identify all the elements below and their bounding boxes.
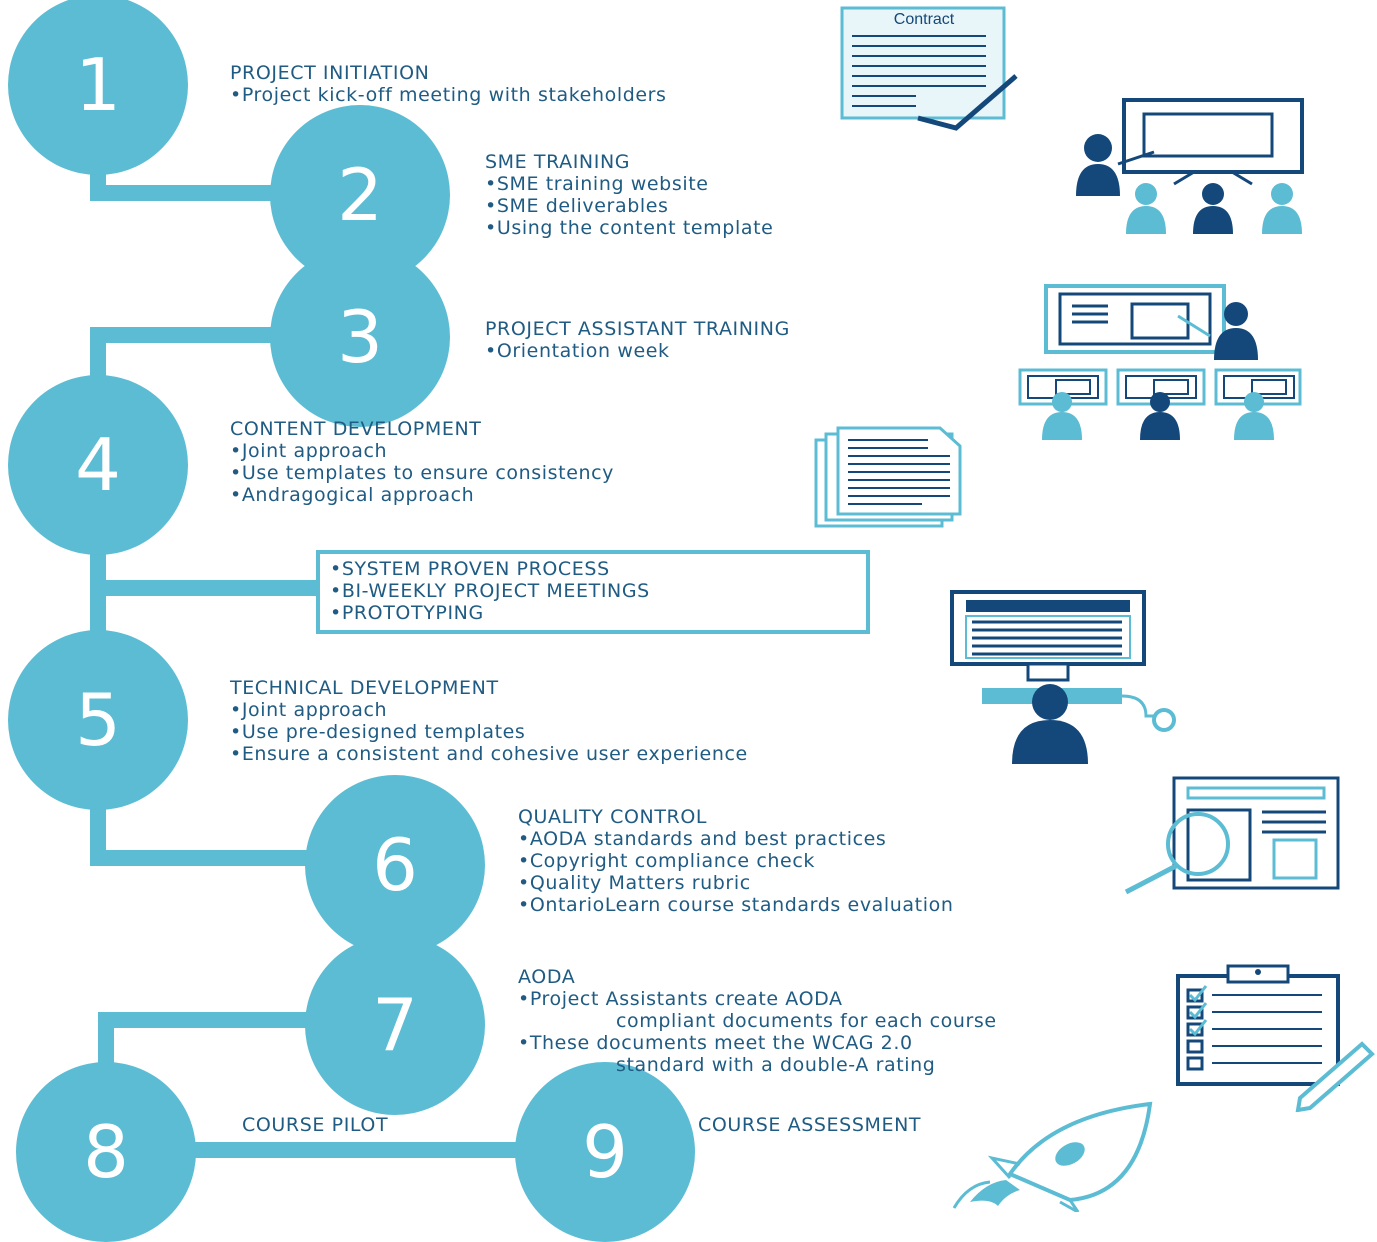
- step-item-continuation: compliant documents for each course: [616, 1010, 997, 1032]
- process-item: BI-WEEKLY PROJECT MEETINGS: [320, 580, 866, 602]
- step-3-text: PROJECT ASSISTANT TRAINING Orientation w…: [485, 318, 790, 362]
- documents-icon: [814, 426, 962, 528]
- step-circle-8: 8: [16, 1062, 196, 1242]
- step-item: SME deliverables: [485, 195, 773, 217]
- computer-user-icon: [950, 590, 1176, 764]
- step-item: Orientation week: [485, 340, 790, 362]
- step-number: 9: [582, 1110, 628, 1194]
- step-item: SME training website: [485, 173, 773, 195]
- step-item: AODA standards and best practices: [518, 828, 953, 850]
- step-circle-5: 5: [8, 630, 188, 810]
- step-item: OntarioLearn course standards evaluation: [518, 894, 953, 916]
- step-4-text: CONTENT DEVELOPMENT Joint approach Use t…: [230, 418, 614, 506]
- step-item: Joint approach: [230, 699, 748, 721]
- step-item-continuation: standard with a double-A rating: [616, 1054, 936, 1076]
- step-6-text: QUALITY CONTROL AODA standards and best …: [518, 806, 953, 916]
- step-item: Use templates to ensure consistency: [230, 462, 614, 484]
- assistant-training-icon: [1018, 284, 1302, 440]
- step-circle-3: 3: [270, 247, 450, 427]
- step-number: 7: [372, 983, 418, 1067]
- step-item: Project kick-off meeting with stakeholde…: [230, 84, 667, 106]
- step-item: Andragogical approach: [230, 484, 614, 506]
- step-item: These documents meet the WCAG 2.0: [518, 1032, 997, 1054]
- step-1-text: PROJECT INITIATION Project kick-off meet…: [230, 62, 667, 106]
- contract-label: Contract: [894, 11, 955, 28]
- checklist-clipboard-icon: [1176, 964, 1375, 1112]
- step-9-text: COURSE ASSESSMENT: [698, 1114, 921, 1136]
- step-item: Use pre-designed templates: [230, 721, 748, 743]
- step-5-text: TECHNICAL DEVELOPMENT Joint approach Use…: [230, 677, 748, 765]
- step-circle-9: 9: [515, 1062, 695, 1242]
- process-box: SYSTEM PROVEN PROCESS BI-WEEKLY PROJECT …: [316, 550, 870, 634]
- step-title: COURSE PILOT: [242, 1114, 389, 1136]
- step-item: Quality Matters rubric: [518, 872, 953, 894]
- contract-icon: Contract: [840, 6, 1018, 131]
- step-2-text: SME TRAINING SME training website SME de…: [485, 151, 773, 239]
- step-number: 4: [75, 423, 121, 507]
- step-title: COURSE ASSESSMENT: [698, 1114, 922, 1136]
- step-circle-7: 7: [305, 935, 485, 1115]
- step-number: 6: [372, 823, 418, 907]
- step-7-text: AODA Project Assistants create AODA comp…: [518, 966, 997, 1076]
- step-item: Project Assistants create AODA: [518, 988, 997, 1010]
- step-item: Joint approach: [230, 440, 614, 462]
- step-title: PROJECT ASSISTANT TRAINING: [485, 318, 790, 340]
- step-title: AODA: [518, 966, 576, 988]
- training-presentation-icon: [1076, 98, 1304, 234]
- step-title: QUALITY CONTROL: [518, 806, 708, 828]
- step-title: CONTENT DEVELOPMENT: [230, 418, 482, 440]
- step-item: Copyright compliance check: [518, 850, 953, 872]
- step-number: 1: [75, 43, 121, 127]
- step-number: 2: [337, 153, 383, 237]
- step-number: 8: [83, 1110, 129, 1194]
- step-title: PROJECT INITIATION: [230, 62, 430, 84]
- step-circle-4: 4: [8, 375, 188, 555]
- step-item: Using the content template: [485, 217, 773, 239]
- step-number: 5: [75, 678, 121, 762]
- step-item: Ensure a consistent and cohesive user ex…: [230, 743, 748, 765]
- step-title: SME TRAINING: [485, 151, 631, 173]
- process-item: SYSTEM PROVEN PROCESS: [320, 558, 866, 580]
- magnifier-document-icon: [1124, 776, 1340, 895]
- step-circle-1: 1: [8, 0, 188, 175]
- step-circle-6: 6: [305, 775, 485, 955]
- process-item: PROTOTYPING: [320, 602, 866, 624]
- step-number: 3: [337, 295, 383, 379]
- step-title: TECHNICAL DEVELOPMENT: [230, 677, 499, 699]
- step-8-text: COURSE PILOT: [242, 1114, 388, 1136]
- rocket-icon: [952, 1101, 1153, 1212]
